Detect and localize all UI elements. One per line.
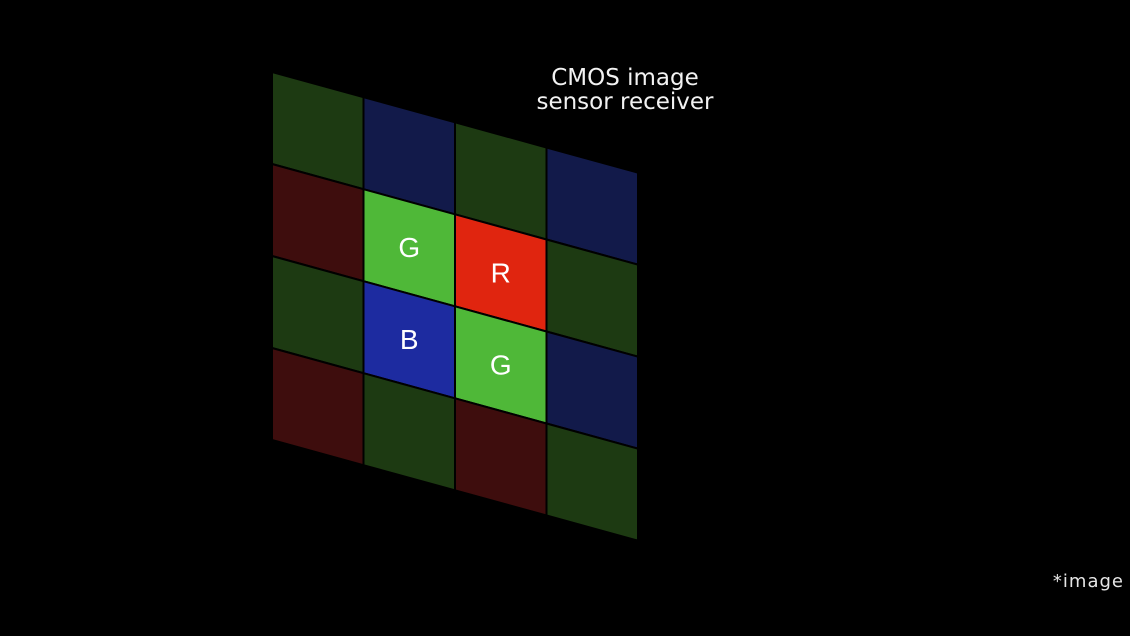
cell-label-r: R [491,257,511,288]
cell-label-b: B [400,324,419,355]
footnote: *image [1052,571,1124,592]
sensor-cell-g [545,422,639,542]
title-line-2: sensor receiver [536,89,714,115]
title-line-1: CMOS image [551,65,699,91]
cell-label-g: G [490,349,512,380]
cell-label-g: G [398,232,420,263]
